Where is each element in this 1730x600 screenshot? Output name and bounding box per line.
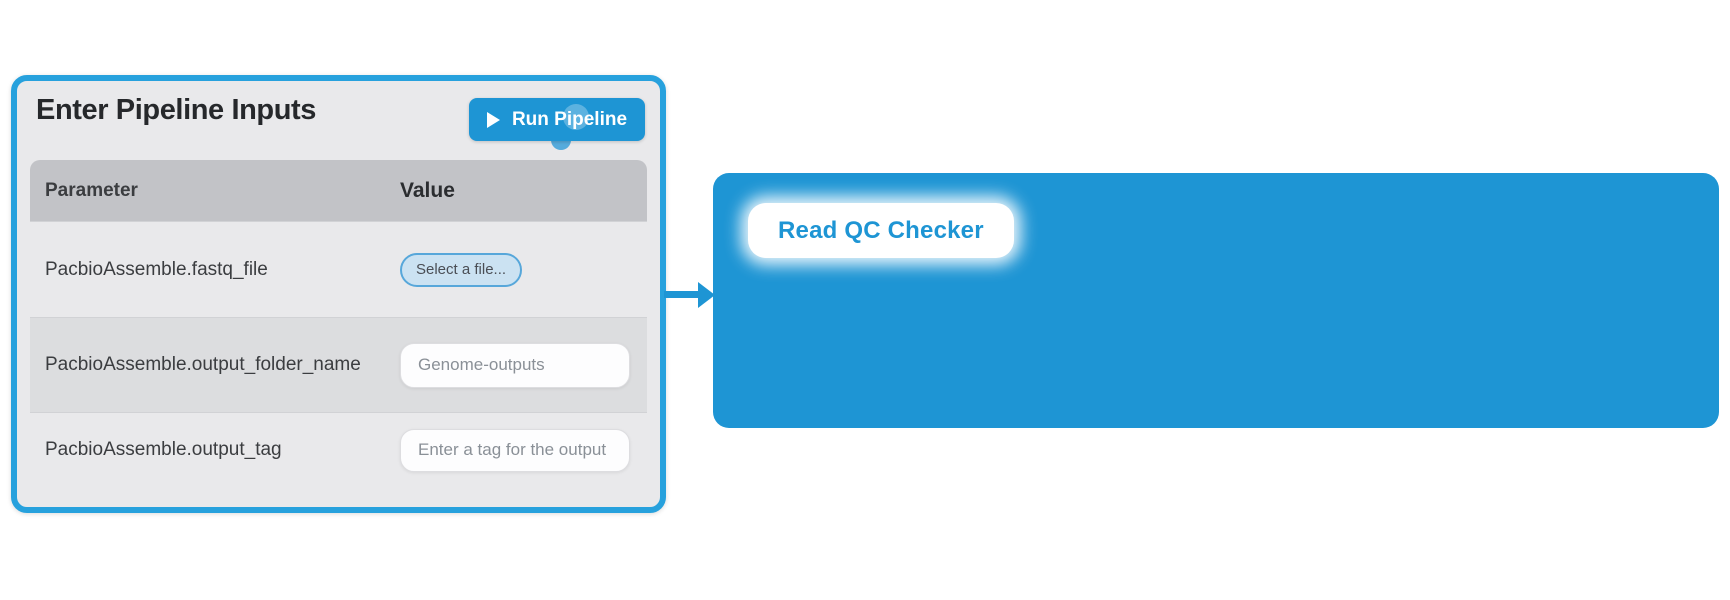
play-icon [486, 111, 500, 128]
parameter-label: PacbioAssemble.output_tag [45, 439, 282, 460]
output-folder-name-input[interactable] [400, 342, 630, 388]
table-row: PacbioAssemble.output_folder_name [30, 317, 647, 412]
parameter-label: PacbioAssemble.output_folder_name [45, 354, 361, 375]
table-header-row: Parameter Value [30, 160, 647, 221]
select-file-button[interactable]: Select a file... [400, 252, 523, 287]
read-qc-checker-node[interactable]: Read QC Checker [713, 173, 1719, 428]
output-tag-input[interactable] [400, 428, 630, 472]
arrow-right-icon[interactable] [664, 282, 715, 308]
column-header-value: Value [400, 178, 455, 202]
parameter-table: Parameter Value PacbioAssemble.fastq_fil… [30, 160, 647, 487]
table-row: PacbioAssemble.fastq_file Select a file.… [30, 221, 647, 317]
table-row: PacbioAssemble.output_tag [30, 412, 647, 487]
read-qc-checker-label[interactable]: Read QC Checker [748, 203, 1014, 258]
page-title: Enter Pipeline Inputs [36, 94, 317, 126]
run-pipeline-button[interactable]: Run Pipeline [469, 98, 645, 141]
column-header-parameter: Parameter [45, 179, 138, 201]
pipeline-inputs-node[interactable]: Enter Pipeline Inputs Run Pipeline Param… [11, 75, 666, 513]
run-pipeline-label: Run Pipeline [511, 108, 628, 130]
parameter-label: PacbioAssemble.fastq_file [45, 258, 268, 280]
